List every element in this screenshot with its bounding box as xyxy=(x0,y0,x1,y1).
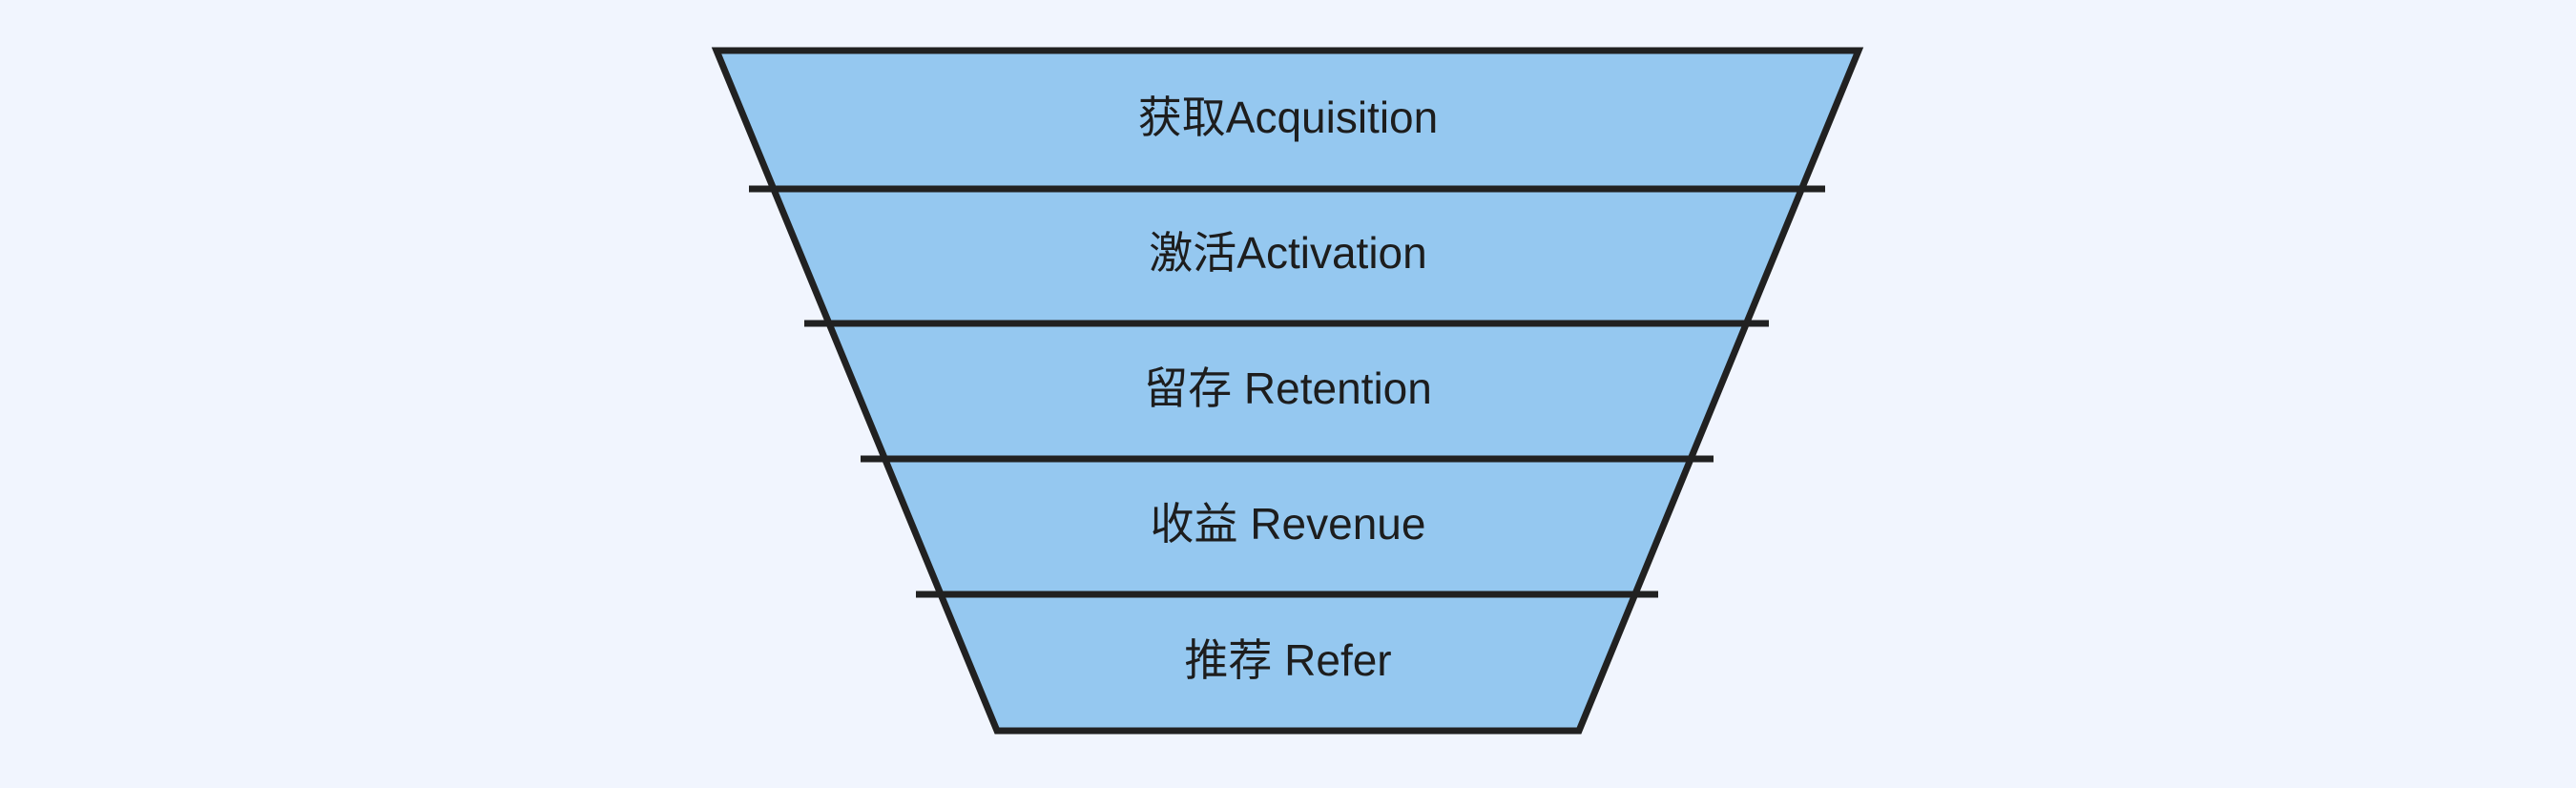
funnel-stage-label-activation: 激活Activation xyxy=(1149,228,1426,278)
funnel-stage-label-refer: 推荐 Refer xyxy=(1184,635,1391,685)
funnel-stage-label-acquisition: 获取Acquisition xyxy=(1138,93,1438,142)
funnel-stage-label-revenue: 收益 Revenue xyxy=(1151,499,1426,549)
funnel-body xyxy=(711,47,1864,735)
funnel-stage-label-retention: 留存 Retention xyxy=(1144,363,1432,413)
